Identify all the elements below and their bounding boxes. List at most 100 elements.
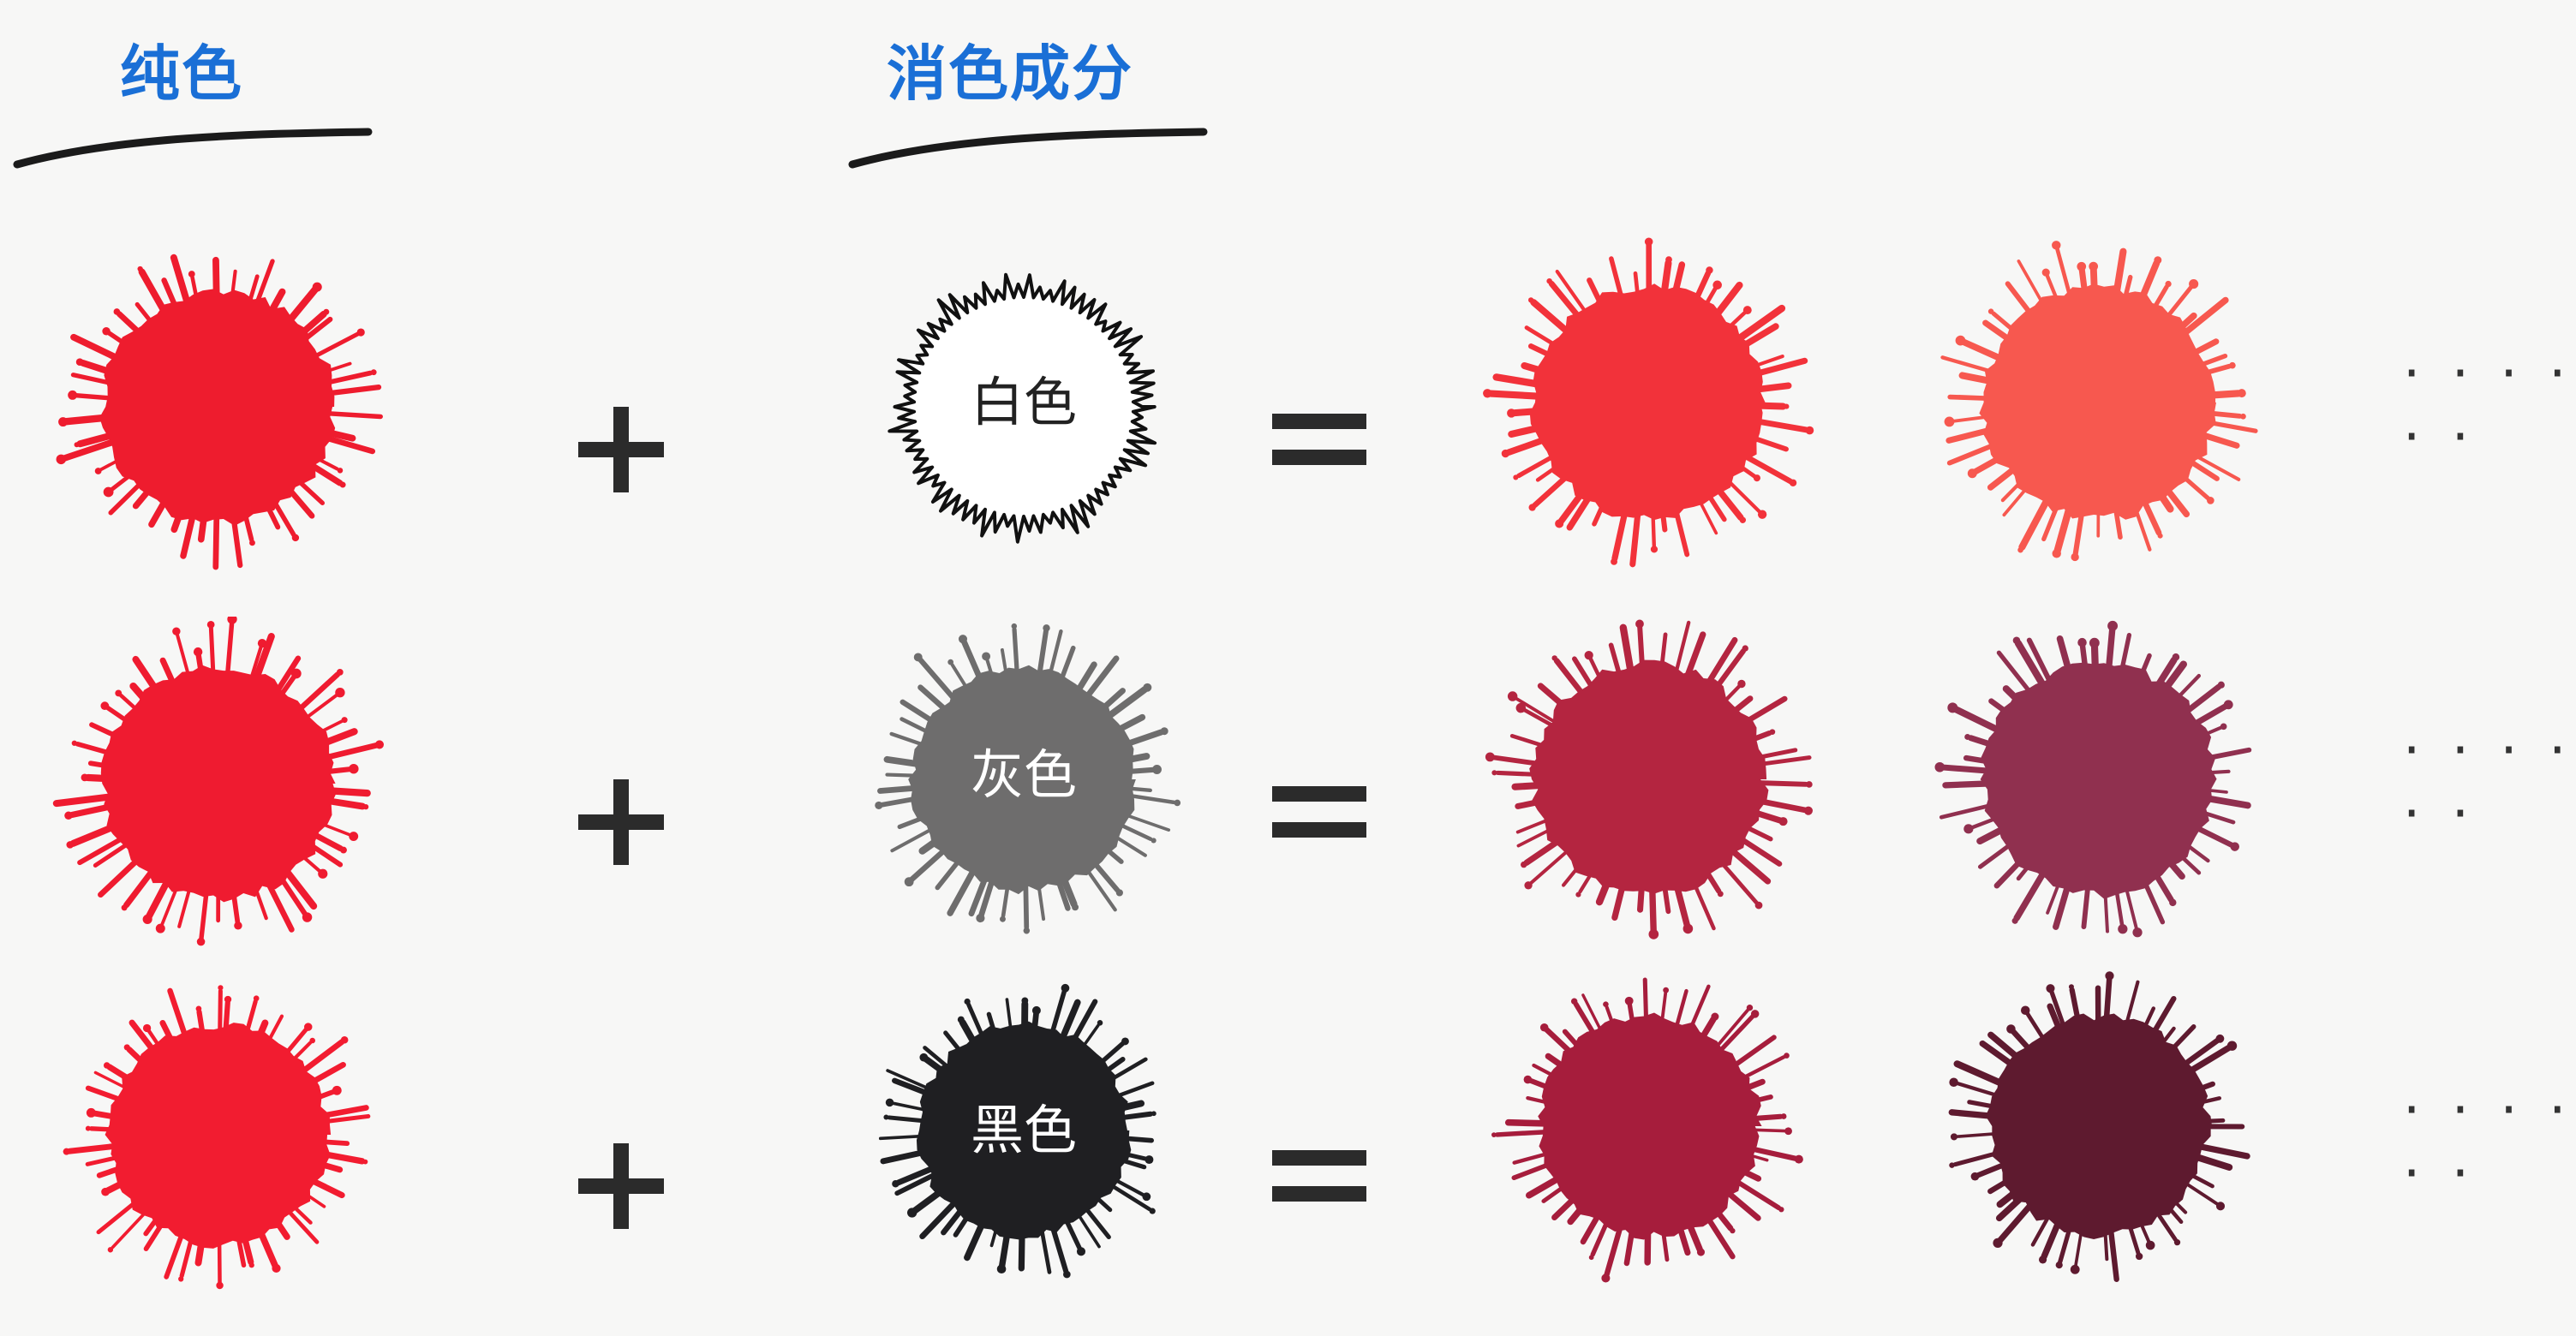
splatter-drop: [1949, 1077, 1958, 1087]
splatter-spike: [2126, 886, 2137, 929]
splatter-drop: [914, 653, 923, 661]
splatter-drop: [87, 1108, 96, 1118]
splatter-drop: [1635, 620, 1644, 629]
splatter-drop: [337, 669, 344, 676]
splatter-drop: [122, 904, 128, 910]
splatter-spike: [2208, 790, 2226, 792]
splatter-drop: [1116, 889, 1123, 896]
splatter-spike: [1061, 648, 1073, 680]
splatter-drop: [1000, 916, 1006, 922]
splatter-spike: [1575, 659, 1591, 685]
splatter-drop: [292, 534, 299, 541]
splatter-spike: [1957, 1134, 1994, 1136]
splatter-spike: [119, 314, 138, 331]
splatter-spike: [1014, 629, 1017, 673]
splatter-drop: [2220, 724, 2227, 731]
splatter-drop: [1712, 281, 1722, 290]
splatter-spike: [2126, 982, 2138, 1025]
splatter-spike: [177, 635, 189, 677]
splatter-drop: [156, 924, 165, 933]
splatter-drop: [1521, 862, 1527, 868]
splatter-spike: [74, 337, 119, 359]
continuation-ellipsis: · · · · · ·: [2403, 719, 2576, 846]
splatter-spike: [1943, 357, 1993, 372]
splatter-drop: [1806, 781, 1813, 788]
splatter-drop: [1012, 623, 1017, 629]
splatter-drop: [342, 717, 348, 723]
splatter-spike: [1493, 757, 1539, 764]
splatter-drop: [1546, 278, 1552, 284]
splatter-drop: [2240, 414, 2246, 420]
splatter-spike: [257, 261, 272, 303]
splatter-drop: [1585, 651, 1593, 659]
plus-sign: [574, 1139, 668, 1233]
splatter-spike: [1118, 1083, 1152, 1096]
splatter-spike: [2168, 287, 2192, 317]
splatter-drop: [66, 841, 74, 849]
splatter-drop: [143, 1024, 151, 1032]
splatter-spike: [1748, 828, 1771, 839]
splatter-drop: [2013, 637, 2021, 645]
splatter-drop: [101, 1188, 110, 1196]
splatter-drop: [81, 774, 89, 782]
splatter-spike: [1760, 783, 1806, 784]
splatter-drop: [1072, 904, 1079, 910]
splatter-drop: [1097, 1020, 1103, 1026]
splatter-spike: [2208, 798, 2248, 805]
splatter-drop: [1758, 510, 1766, 519]
splatter-spike: [137, 304, 150, 319]
splatter-drop: [2017, 547, 2023, 553]
splatter-spike: [1736, 699, 1750, 711]
splatter-spike: [1555, 1199, 1574, 1218]
result-blot-2: [1932, 612, 2266, 946]
splatter-drop: [2039, 1255, 2047, 1263]
splatter-drop: [1571, 999, 1577, 1005]
splatter-spike: [88, 1088, 120, 1100]
splatter-spike: [2199, 1158, 2230, 1167]
plus-sign: [574, 403, 668, 497]
splatter-drop: [1935, 762, 1945, 772]
splatter-drop: [982, 652, 990, 660]
heading-achromatic-component: 消色成分: [887, 26, 1133, 112]
splatter-drop: [1142, 1192, 1151, 1201]
splatter-spike: [100, 859, 138, 894]
splatter-drop: [340, 482, 346, 488]
splatter-drop: [1589, 1255, 1594, 1260]
splatter-spike: [1039, 631, 1046, 674]
splatter-spike: [1665, 889, 1669, 912]
splatter-drop: [2165, 281, 2171, 287]
blot-body: [101, 665, 336, 903]
splatter-spike: [1676, 510, 1687, 554]
pure-red-blot: [51, 240, 386, 574]
splatter-spike: [967, 1222, 983, 1257]
splatter-spike: [1527, 328, 1555, 345]
splatter-drop: [1603, 1001, 1609, 1007]
splatter-spike: [1957, 1083, 1999, 1096]
splatter-drop: [2107, 621, 2118, 631]
splatter-spike: [1676, 623, 1689, 672]
equals-sign: [1268, 1143, 1371, 1212]
splatter-drop: [1151, 838, 1157, 843]
splatter-spike: [1754, 438, 1786, 450]
splatter-drop: [371, 369, 377, 375]
splatter-spike: [2187, 845, 2208, 861]
splatter-drop: [1778, 817, 1787, 826]
splatter-spike: [1941, 805, 1991, 817]
splatter-spike: [1955, 1153, 1998, 1164]
splatter-drop: [1524, 1076, 1533, 1084]
splatter-drop: [1778, 1207, 1784, 1212]
splatter-drop: [2173, 653, 2180, 661]
splatter-spike: [937, 862, 957, 887]
splatter-drop: [249, 540, 255, 546]
splatter-drop: [1485, 752, 1495, 761]
splatter-drop: [234, 921, 242, 929]
splatter-drop: [2071, 553, 2078, 561]
splatter-spike: [1130, 789, 1151, 790]
splatter-drop: [997, 1264, 1007, 1273]
splatter-drop: [1528, 297, 1533, 302]
splatter-spike: [87, 1158, 116, 1165]
splatter-drop: [254, 995, 260, 1001]
splatter-drop: [115, 690, 122, 697]
splatter-spike: [892, 734, 923, 745]
splatter-drop: [363, 804, 368, 809]
